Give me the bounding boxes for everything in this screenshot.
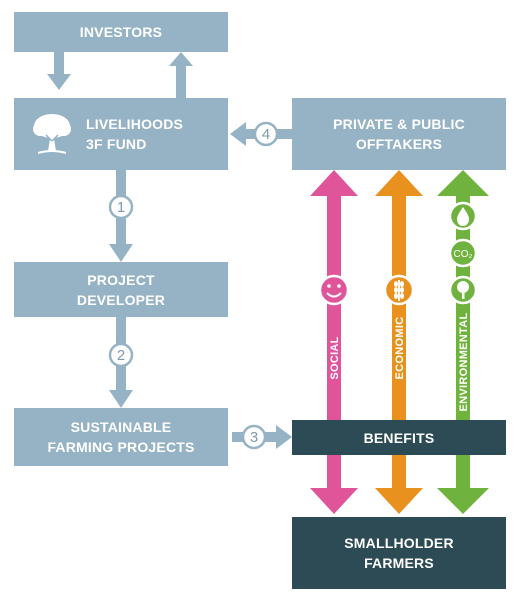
investors-label: INVESTORS (79, 24, 163, 40)
arrow-fund-to-investors (169, 52, 193, 98)
benefits-label: BENEFITS (363, 429, 435, 446)
social-arrow (310, 170, 358, 514)
offtakers-box: PRIVATE & PUBLIC OFFTAKERS (292, 98, 506, 170)
social-label: SOCIAL (329, 336, 341, 379)
sustainable-farming-projects-label: SUSTAINABLE FARMING PROJECTS (47, 419, 195, 455)
offtakers-label: PRIVATE & PUBLIC OFFTAKERS (333, 116, 465, 152)
co2-icon: CO₂ (448, 238, 478, 268)
sustainable-farming-projects-box: SUSTAINABLE FARMING PROJECTS (14, 408, 228, 466)
livelihoods-fund-box: LIVELIHOODS 3F FUND (14, 98, 228, 170)
smallholder-farmers-label: SMALLHOLDER FARMERS (344, 535, 454, 571)
arrow-investors-to-fund (47, 52, 71, 90)
step-2-marker: 2 (108, 342, 134, 368)
step-3-marker: 3 (241, 424, 267, 450)
step-4-marker: 4 (253, 121, 279, 147)
water-drop-icon (448, 201, 478, 231)
smiley-icon (318, 274, 350, 306)
tree-logo-icon (33, 114, 71, 154)
step-3-label: 3 (250, 429, 258, 446)
environmental-label: ENVIRONMENTAL (458, 312, 470, 411)
investors-box: INVESTORS (14, 12, 228, 52)
livelihoods-fund-label: LIVELIHOODS 3F FUND (86, 116, 184, 152)
step-2-label: 2 (117, 347, 125, 364)
project-developer-box: PROJECT DEVELOPER (14, 262, 228, 317)
smallholder-farmers-box: SMALLHOLDER FARMERS (292, 517, 506, 589)
step-4-label: 4 (262, 126, 270, 143)
project-developer-label: PROJECT DEVELOPER (76, 271, 166, 308)
step-1-label: 1 (117, 199, 125, 216)
economic-arrow (375, 170, 423, 514)
step-1-marker: 1 (108, 194, 134, 220)
environmental-arrow (437, 170, 489, 514)
economic-label: ECONOMIC (394, 317, 406, 380)
tree-icon (448, 275, 478, 305)
co2-label: CO₂ (454, 249, 473, 260)
wheat-icon (383, 274, 415, 306)
benefits-box: BENEFITS (292, 420, 506, 455)
